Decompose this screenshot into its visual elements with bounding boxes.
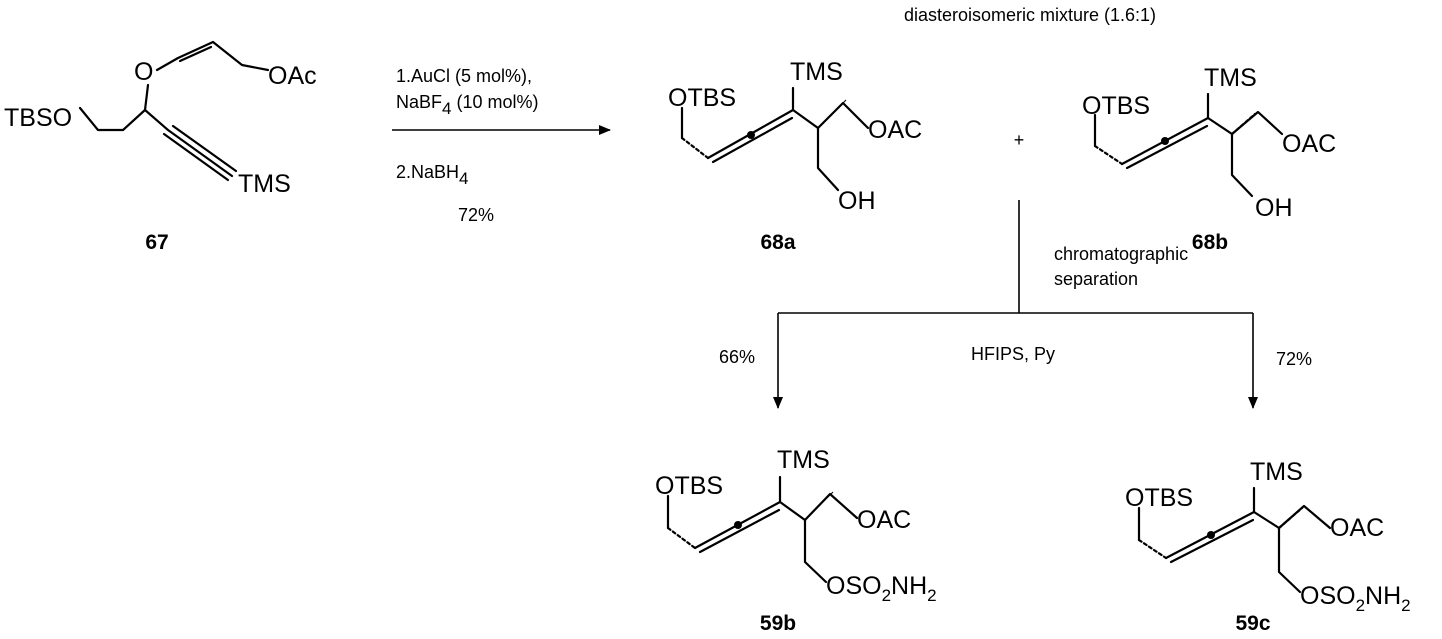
- 67-o: O: [134, 58, 153, 86]
- compound-68b: OTBS TMS OAC OH 68b: [1082, 64, 1336, 254]
- reaction-2: chromatographic separation HFIPS, Py 66%…: [719, 200, 1312, 409]
- 67-oac: OAc: [268, 62, 317, 90]
- compound-label-59c: 59c: [1235, 612, 1270, 635]
- 59c-oac: OAC: [1330, 514, 1384, 542]
- 67-tbso: TBSO: [4, 104, 72, 132]
- compound-59b: OTBS TMS OAC OSO2NH2 59b: [655, 446, 937, 635]
- yield-1: 72%: [458, 205, 494, 225]
- 68a-oh: OH: [838, 187, 876, 215]
- step1-line1: 1.AuCl (5 mol%),: [396, 66, 532, 86]
- 59c-osulfamate: OSO2NH2: [1300, 582, 1411, 615]
- compound-label-59b: 59b: [760, 612, 796, 635]
- step2: 2.NaBH4: [396, 162, 469, 188]
- compound-68a: OTBS TMS OAC OH 68a: [668, 58, 922, 254]
- 68b-tms: TMS: [1204, 64, 1257, 92]
- compound-59c: OTBS TMS OAC OSO2NH2 59c: [1125, 458, 1411, 635]
- 68b-oh: OH: [1255, 194, 1293, 222]
- 59c-otbs: OTBS: [1125, 484, 1193, 512]
- 59c-tms: TMS: [1250, 458, 1303, 486]
- 59b-oac: OAC: [857, 506, 911, 534]
- 59b-tms: TMS: [777, 446, 830, 474]
- plus-sign: +: [1014, 130, 1025, 150]
- 68b-otbs: OTBS: [1082, 92, 1150, 120]
- reaction-1: 1.AuCl (5 mol%), NaBF4 (10 mol%) 2.NaBH4…: [392, 66, 611, 225]
- 68a-tms: TMS: [790, 58, 843, 86]
- reagent-hfips: HFIPS, Py: [971, 344, 1055, 364]
- 68a-oac: OAC: [868, 116, 922, 144]
- compound-label-68a: 68a: [760, 231, 795, 254]
- yield-59b: 66%: [719, 347, 755, 367]
- compound-67: O OAc TBSO TMS 67: [4, 40, 317, 254]
- 68b-oac: OAC: [1282, 130, 1336, 158]
- step1-line2: NaBF4 (10 mol%): [396, 92, 539, 118]
- separation-line2: separation: [1054, 269, 1138, 289]
- 59b-otbs: OTBS: [655, 472, 723, 500]
- compound-label-67: 67: [145, 231, 168, 254]
- yield-59c: 72%: [1276, 349, 1312, 369]
- separation-line1: chromatographic: [1054, 244, 1188, 264]
- compound-label-68b: 68b: [1192, 231, 1228, 254]
- 67-tms: TMS: [238, 170, 291, 198]
- 59b-osulfamate: OSO2NH2: [826, 572, 937, 605]
- mixture-note: diasteroisomeric mixture (1.6:1): [904, 5, 1156, 25]
- 68a-otbs: OTBS: [668, 84, 736, 112]
